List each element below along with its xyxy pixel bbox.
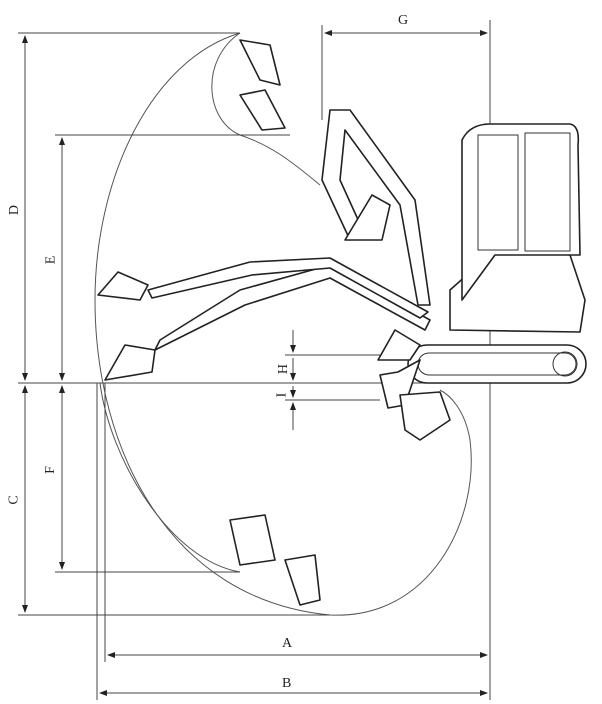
label-i: I	[274, 392, 290, 398]
dozer-blade-down	[379, 359, 421, 409]
bucket-lower	[229, 514, 321, 606]
dimension-f	[55, 385, 240, 573]
dozer-blade-up	[377, 329, 421, 361]
excavator	[97, 39, 587, 606]
dimension-a	[104, 383, 488, 662]
bucket-below-blade	[399, 391, 451, 441]
label-g: G	[398, 13, 409, 28]
dimension-b	[96, 383, 488, 700]
bucket-top	[239, 39, 286, 131]
bucket-extended	[104, 344, 156, 381]
label-b: B	[282, 676, 292, 691]
bucket-raised	[344, 194, 391, 241]
dimension-e	[55, 134, 290, 381]
track	[407, 344, 587, 384]
label-f: F	[42, 466, 58, 474]
working-envelope	[94, 32, 472, 616]
bucket-mid	[97, 271, 149, 301]
boom-mid	[147, 257, 429, 319]
label-h: H	[276, 363, 292, 375]
label-a: A	[282, 636, 293, 651]
dimension-c	[18, 385, 330, 616]
cab	[461, 123, 581, 301]
label-c: C	[6, 495, 22, 505]
label-d: D	[7, 204, 23, 216]
dimension-h-i	[285, 330, 380, 430]
dimension-d	[18, 32, 240, 381]
label-e: E	[43, 255, 59, 265]
inner-envelope	[99, 32, 321, 573]
